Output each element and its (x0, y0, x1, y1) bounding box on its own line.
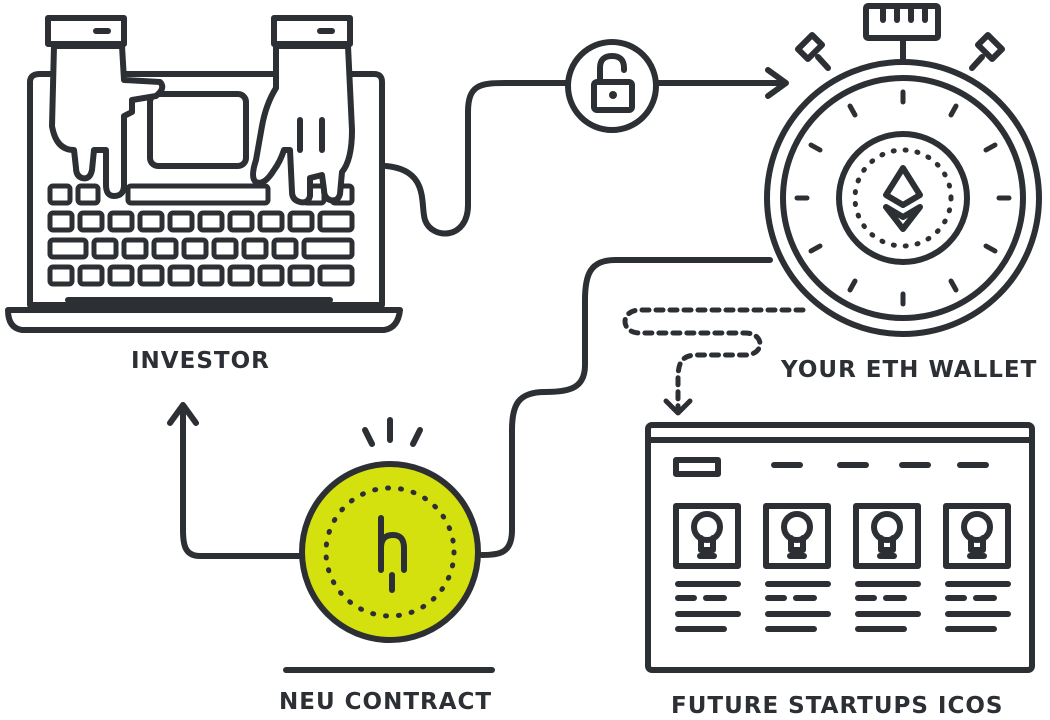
lightbulb-icon (961, 511, 993, 559)
investor-label: INVESTOR (131, 348, 270, 374)
ethereum-icon (883, 165, 923, 232)
startup-card-2 (763, 503, 831, 632)
future-startups-icos-label: FUTURE STARTUPS ICOS (671, 693, 1004, 719)
startup-card-1 (673, 503, 741, 632)
arrowhead-to-wallet (765, 67, 789, 99)
neu-contract-label: NEU CONTRACT (279, 689, 493, 715)
dotted-arrowhead-to-icos (663, 398, 693, 416)
lightbulb-icon (781, 511, 813, 559)
connector-contract-to-investor (180, 407, 303, 559)
dotted-connector-wallet-to-icos (622, 307, 806, 411)
lightbulb-icon (871, 511, 903, 559)
hands-icon (45, 15, 355, 206)
connector-wallet-to-contract (479, 257, 773, 558)
arrowhead-to-investor (167, 402, 199, 426)
connector-laptop-to-wallet (383, 80, 785, 237)
laptop-icon (5, 71, 403, 333)
browser-window-icon (645, 422, 1035, 673)
startup-card-4 (943, 503, 1011, 632)
eth-wallet-label: YOUR ETH WALLET (781, 357, 1038, 383)
lightbulb-icon (691, 511, 723, 559)
neu-coin-icon (283, 417, 495, 673)
unlocked-padlock-icon (565, 39, 659, 133)
startup-card-3 (853, 503, 921, 632)
stopwatch-icon (764, 3, 1042, 337)
